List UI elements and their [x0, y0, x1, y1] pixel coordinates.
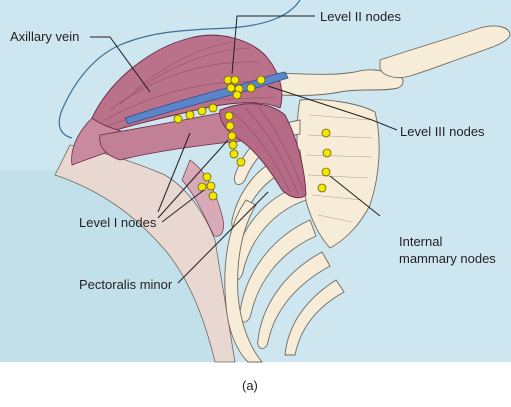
lymph-node: [225, 121, 235, 131]
lymph-node: [197, 106, 207, 116]
lymph-node: [246, 83, 256, 93]
lymph-node: [256, 75, 266, 85]
label-level-1-nodes: Level I nodes: [79, 215, 157, 230]
label-internal-mammary-line1: Internal: [399, 234, 442, 249]
lymph-node: [206, 181, 216, 191]
lymph-node: [236, 157, 246, 167]
lymph-node: [208, 103, 218, 113]
sternum-striations: [306, 114, 373, 223]
upper-arm: [54, 144, 236, 363]
lymph-node: [321, 128, 331, 138]
lymph-node: [317, 183, 327, 193]
axillary-vein: [124, 71, 289, 125]
chest-wall-shadow: [0, 170, 215, 362]
lymph-node: [185, 110, 195, 120]
level-2-nodes: [223, 75, 246, 167]
lymph-node: [224, 111, 234, 121]
pectoralis-minor-muscle: [219, 103, 307, 199]
label-axillary-vein: Axillary vein: [10, 29, 79, 44]
lymph-node: [228, 140, 238, 150]
level-3-nodes: [246, 75, 266, 93]
lymph-node: [321, 167, 331, 177]
pectoralis-minor-fibres: [231, 105, 304, 195]
lymph-node: [226, 83, 236, 93]
lymph-node: [173, 114, 183, 124]
lymph-node: [208, 191, 218, 201]
acromion: [379, 25, 511, 79]
outer-body-contour: [58, 0, 301, 139]
panel-label: (a): [242, 378, 258, 393]
leader-lines: [90, 15, 398, 284]
lymph-node: [322, 148, 332, 158]
level-1-nodes: [173, 103, 218, 201]
label-pectoralis-minor: Pectoralis minor: [79, 277, 173, 292]
lymph-node: [197, 182, 207, 192]
label-internal-mammary-line2: mammary nodes: [399, 251, 496, 266]
lymph-node: [230, 75, 240, 85]
lymph-node: [232, 90, 242, 100]
lymph-node: [227, 131, 237, 141]
label-level-3-nodes: Level III nodes: [400, 124, 485, 139]
lymph-node: [202, 172, 212, 182]
label-level-2-nodes: Level II nodes: [320, 9, 401, 24]
lymph-node: [229, 149, 239, 159]
internal-mammary-nodes: [317, 128, 332, 193]
